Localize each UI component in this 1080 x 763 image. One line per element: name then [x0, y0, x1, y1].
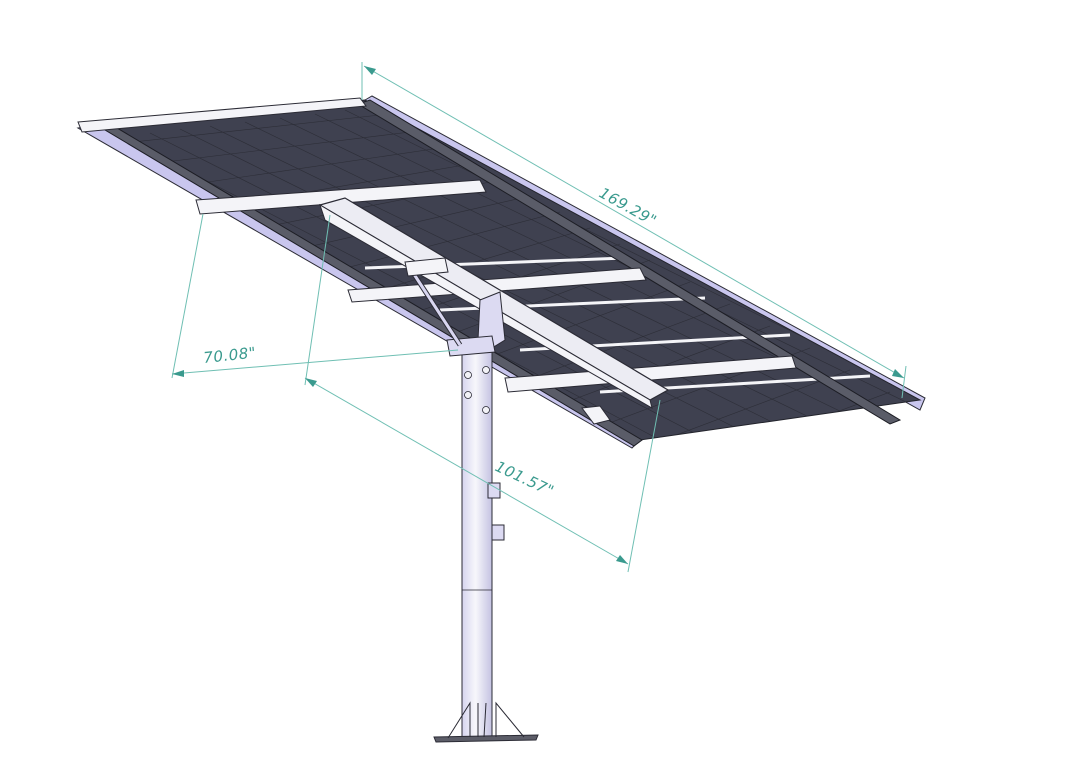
- bolt: [482, 366, 490, 374]
- base-plate: [433, 734, 539, 743]
- pivot-bracket: [477, 291, 506, 349]
- pole-assembly: [404, 257, 539, 743]
- hole-plate: [404, 257, 449, 277]
- bolt: [482, 406, 490, 414]
- bolt: [464, 371, 472, 379]
- pole-junction-box-1: [487, 482, 501, 499]
- base-gussets: [447, 701, 525, 739]
- cross-beam-3: [504, 355, 797, 393]
- array-top-edge-bar: [77, 97, 367, 133]
- bolt: [464, 391, 472, 399]
- cross-beam-1: [195, 179, 487, 215]
- cross-beam-4: [581, 405, 611, 425]
- pole-junction-box-2: [491, 524, 505, 541]
- pole: [461, 344, 493, 741]
- rail-right: [356, 99, 902, 425]
- cross-beams: [195, 179, 797, 425]
- dimension-label-width: 70.08": [203, 344, 257, 367]
- dimension-label-span: 101.57": [492, 457, 557, 500]
- cross-beam-2: [347, 267, 647, 303]
- dimension-array-width: 70.08": [171, 213, 459, 379]
